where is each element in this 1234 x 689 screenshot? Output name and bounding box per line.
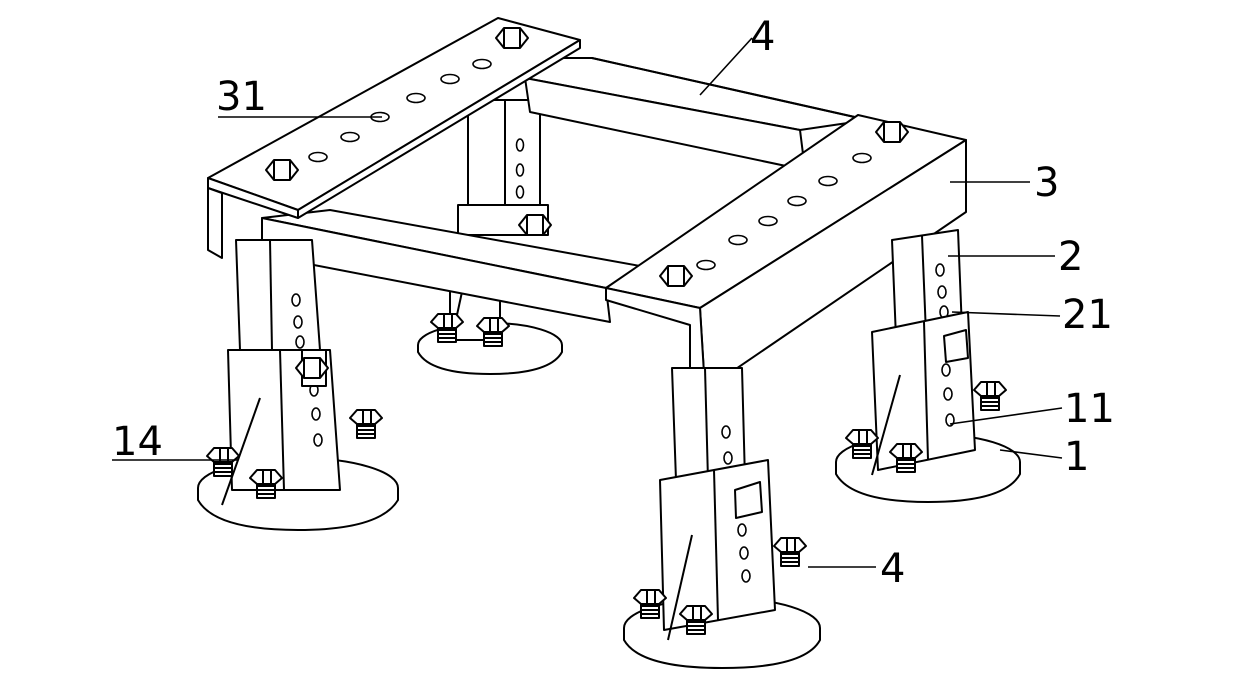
label-11: 11: [1064, 386, 1115, 432]
front-left-leg: [197, 239, 399, 531]
label-4-top: 4: [750, 14, 775, 60]
label-2: 2: [1058, 234, 1083, 280]
label-4-bottom: 4: [880, 546, 905, 592]
right-top-plate: [605, 114, 967, 391]
leader-lines: [112, 37, 1063, 568]
label-31: 31: [216, 74, 267, 120]
label-1: 1: [1064, 434, 1089, 480]
label-3: 3: [1034, 160, 1059, 206]
front-right-leg: [623, 367, 821, 669]
label-21: 21: [1062, 292, 1113, 338]
left-top-plate: [207, 17, 581, 259]
back-right-leg: [457, 99, 552, 236]
right-rear-leg: [835, 229, 1021, 503]
part-labels: 31 4 3 2 21 11 1 14 4: [112, 14, 1115, 592]
label-14: 14: [112, 419, 163, 465]
